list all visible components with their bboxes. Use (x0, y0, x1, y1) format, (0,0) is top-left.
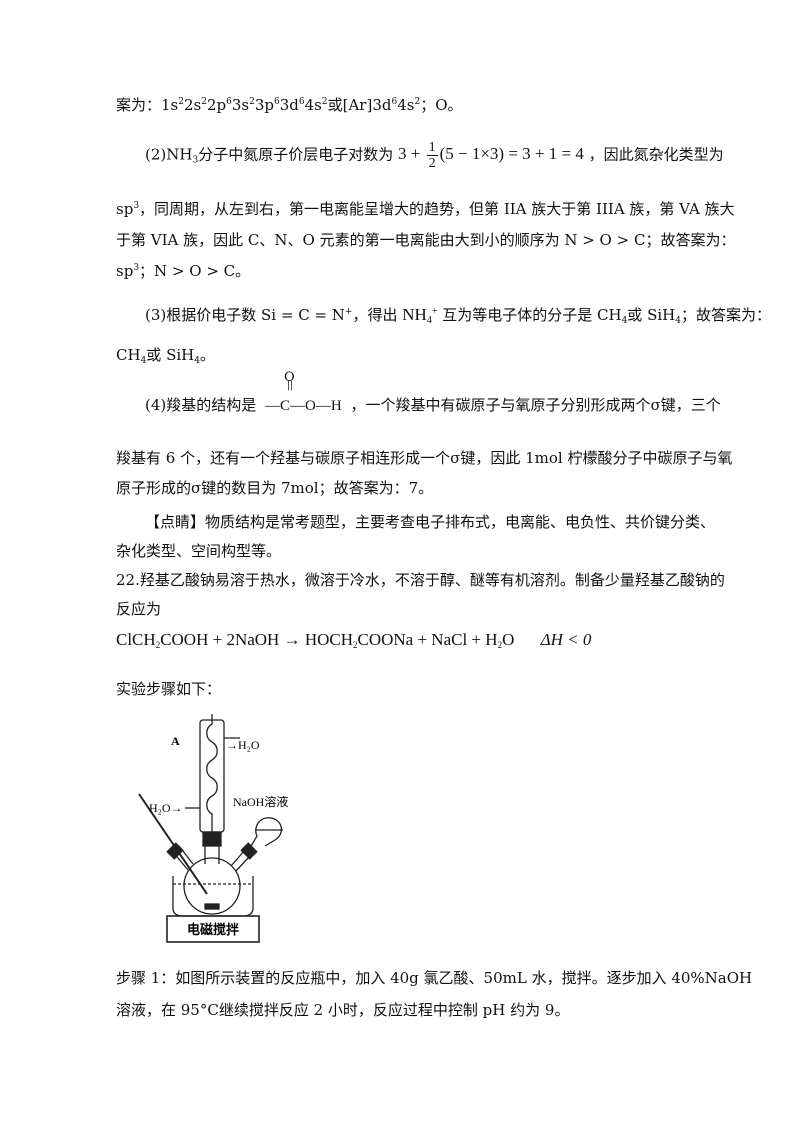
steps-title: 实验步骤如下： (116, 680, 222, 698)
q2-line2: sp3，同周期，从左到右，第一电离能呈增大的趋势，但第 IIA 族大于第 III… (116, 200, 735, 218)
q2-line3: 于第 VIA 族，因此 C、N、O 元素的第一电离能由大到小的顺序为 N > O… (116, 231, 736, 249)
thermometer (138, 793, 208, 895)
apparatus-svg: A →H₂O H₂O→ NaOH溶液 电磁搅拌 (138, 714, 288, 943)
q4-line1: (4)羧基的结构是 O || —C—O—H ，一个羧基中有碳原子与氧原子分别形成… (145, 370, 721, 414)
tip-line2: 杂化类型、空间构型等。 (116, 542, 282, 560)
tip-line1: 【点睛】物质结构是常考题型，主要考查电子排布式，电离能、电负性、共价键分类、 (145, 513, 716, 531)
stopper-left (166, 842, 184, 860)
q2-line4: sp3；N > O > C。 (116, 262, 251, 280)
carboxyl-structure: O || —C—O—H (265, 370, 342, 414)
q3-line1: (3)根据价电子数 Si = C = N+，得出 NH4+ 互为等电子体的分子是… (145, 305, 771, 326)
step1-line1: 步骤 1：如图所示装置的反应瓶中，加入 40g 氯乙酸、50mL 水，搅拌。逐步… (116, 969, 753, 987)
label-naoh: NaOH溶液 (233, 794, 288, 809)
label-stirrer: 电磁搅拌 (187, 922, 239, 938)
q3-line2: CH4或 SiH4。 (116, 346, 215, 366)
ammonium-formula: NH4+ (402, 305, 438, 326)
q4-line3: 原子形成的σ键的数目为 7mol；故答案为：7。 (116, 479, 434, 497)
stopper-right (240, 842, 258, 860)
reaction-equation: ClCH2COOH + 2NaOH → HOCH2COONa + NaCl + … (116, 630, 592, 650)
dropping-funnel (249, 817, 282, 849)
q22-line2: 反应为 (116, 600, 162, 618)
stirrer-base (166, 915, 260, 943)
label-a: A (171, 734, 180, 748)
round-flask (183, 857, 241, 915)
step1-line2: 溶液，在 95°C继续搅拌反应 2 小时，反应过程中控制 pH 约为 9。 (116, 1001, 570, 1019)
apparatus-diagram: A →H₂O H₂O→ NaOH溶液 电磁搅拌 (125, 708, 305, 952)
stir-bar (204, 903, 220, 910)
condenser-coil (206, 714, 218, 840)
water-bath (172, 876, 254, 917)
q4-line2: 羧基有 6 个，还有一个羟基与碳原子相连形成一个σ键，因此 1mol 柠檬酸分子… (116, 449, 733, 467)
label-water-in: H₂O→ (149, 801, 183, 815)
q22-line1: 22.羟基乙酸钠易溶于热水，微溶于冷水，不溶于醇、醚等有机溶剂。制备少量羟基乙酸… (116, 571, 725, 589)
label-water-out: →H₂O (226, 738, 260, 752)
stopper-center (202, 831, 222, 847)
answer-line: 案为：1s22s22p63s23p63d64s2或[Ar]3d64s2；O。 (116, 96, 463, 114)
